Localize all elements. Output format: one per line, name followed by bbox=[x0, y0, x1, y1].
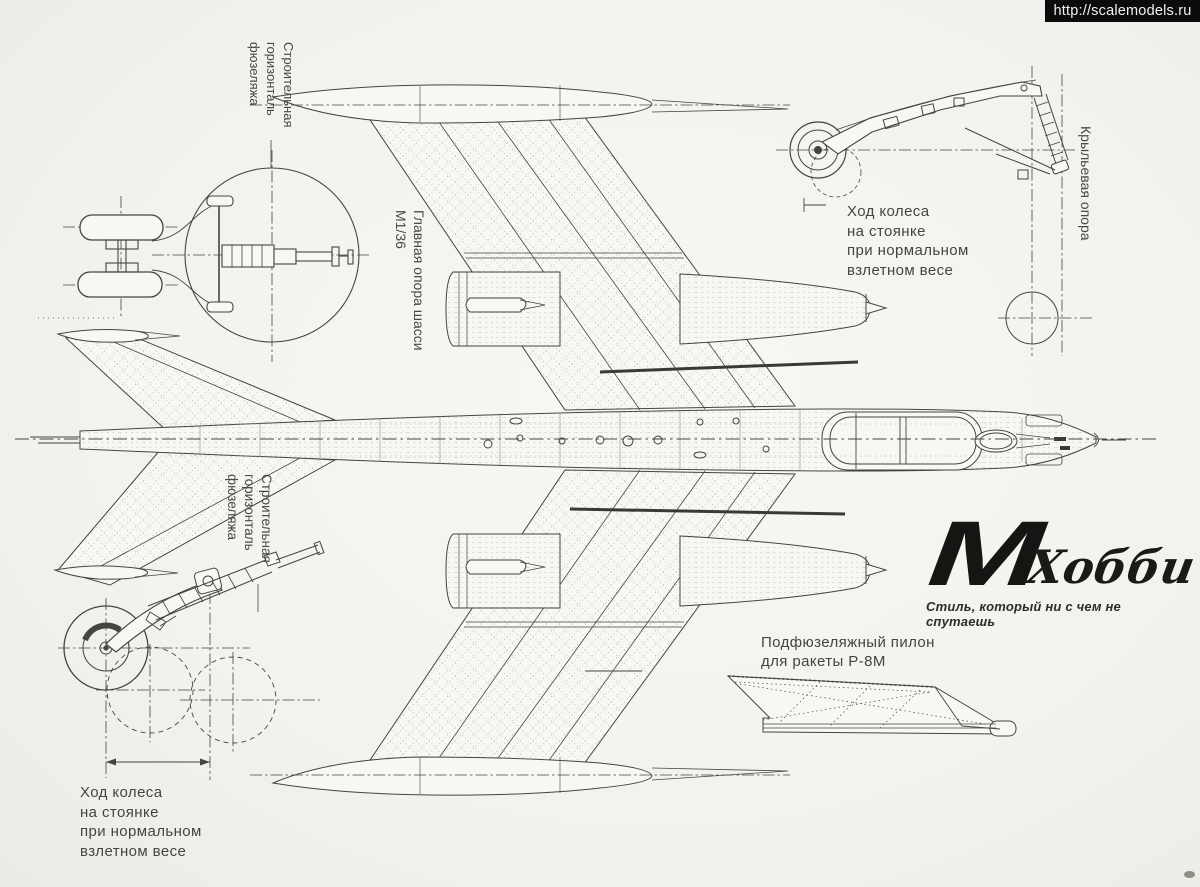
logo-slogan: Стиль, который ни с чем не спутаешь bbox=[926, 599, 1121, 629]
stabilizer-lower bbox=[53, 449, 337, 586]
logo-name: Хобби bbox=[1023, 540, 1200, 594]
fuselage bbox=[30, 408, 1126, 472]
aircraft-plan-view bbox=[15, 84, 1160, 796]
wingtip-pod-upper bbox=[250, 84, 790, 124]
fuselage-frame-lines bbox=[199, 409, 1023, 471]
label-wheel-travel-wing: Ход колеса на стоянке при нормальном взл… bbox=[847, 203, 969, 279]
engine-nacelle-upper bbox=[445, 271, 888, 347]
label-construction-horizontal-bottom: Строительная горизонталь фюзеляжа bbox=[225, 474, 274, 563]
label-main-gear-scale: Главная опора шасси М1/36 bbox=[393, 210, 427, 351]
label-wheel-travel-nose: Ход колеса на стоянке при нормальном взл… bbox=[80, 784, 202, 860]
outrigger-gear-detail bbox=[776, 66, 1092, 356]
nose-gear-detail bbox=[58, 540, 325, 780]
pylon-detail bbox=[726, 675, 1017, 737]
stabilizer-upper bbox=[56, 329, 336, 433]
dimension-mark bbox=[803, 198, 826, 212]
engine-nacelle-lower bbox=[445, 533, 888, 609]
label-pylon: Подфюзеляжный пилон для ракеты Р-8М bbox=[761, 634, 935, 670]
wingtip-pod-lower bbox=[250, 756, 790, 796]
fuselage-stringer-lines bbox=[150, 423, 1000, 457]
wing-upper bbox=[357, 89, 859, 411]
label-wing-outrigger: Крыльевая опора bbox=[1078, 126, 1094, 241]
scan-smudge bbox=[1184, 871, 1195, 878]
label-construction-horizontal-top: Строительная горизонталь фюзеляжа bbox=[247, 42, 296, 128]
main-gear-detail bbox=[38, 140, 372, 362]
canopy bbox=[821, 411, 1051, 471]
wing-lower bbox=[357, 469, 846, 791]
watermark-url: http://scalemodels.ru bbox=[1045, 0, 1200, 22]
